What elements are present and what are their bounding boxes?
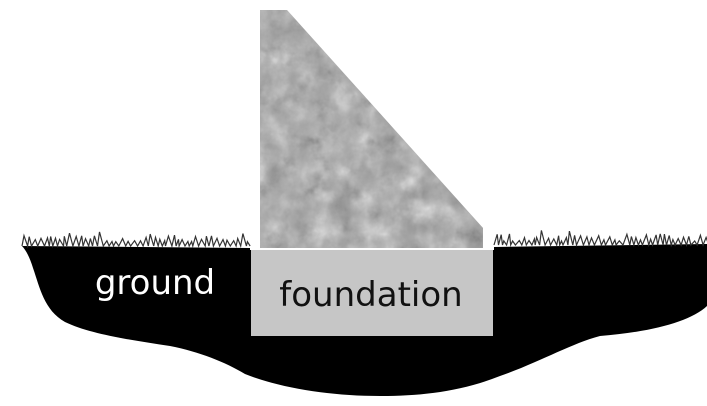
concrete-dam [260, 10, 483, 248]
ground-label: ground [95, 263, 215, 303]
grass-left [22, 232, 250, 246]
grass-right [494, 230, 707, 245]
foundation-label: foundation [279, 275, 462, 315]
